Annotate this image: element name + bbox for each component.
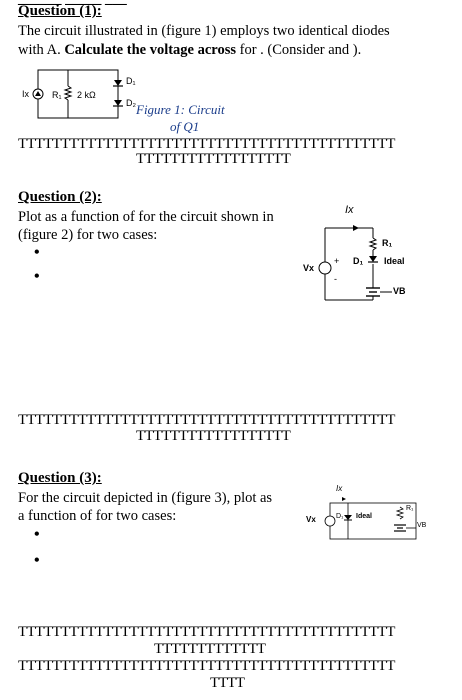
fig2-ideal-label: Ideal <box>384 256 405 266</box>
fig3-ideal-label: Ideal <box>356 513 372 520</box>
q1-title: Question (1): <box>18 3 102 19</box>
fig3-d-label: D₁ <box>336 513 344 520</box>
q1-text-bold: Calculate the voltage across <box>64 42 237 58</box>
fig1-d1-label: D₁ <box>126 76 136 86</box>
current-arrow-icon <box>353 225 359 231</box>
figure-3-circuit <box>324 497 417 540</box>
q3-bullet-1: • <box>34 526 40 543</box>
q1-tline-1: TTTTTTTTTTTTTTTTTTTTTTTTTTTTTTTTTTTTTTTT… <box>18 136 395 152</box>
figure-2-circuit <box>318 225 392 301</box>
q1-tline-2: TTTTTTTTTTTTTTTTTT <box>136 151 291 167</box>
fig1-d2-label: D₂ <box>126 98 136 108</box>
figure-2: Ix R₁ D₁ Ideal Vx + - VB <box>300 200 450 310</box>
fig1-r-value: 2 kΩ <box>77 90 96 100</box>
current-arrow-icon <box>342 497 346 501</box>
figure-1-circuit <box>32 69 123 119</box>
header-fragment: ______ _____ ___ <box>18 0 127 8</box>
q3-title: Question (3): <box>18 470 102 486</box>
diode-d1-icon <box>369 256 377 262</box>
q3-bullet-2: • <box>34 552 40 569</box>
fig3-ix-label: Ix <box>336 484 343 493</box>
q2-tline-1: TTTTTTTTTTTTTTTTTTTTTTTTTTTTTTTTTTTTTTTT… <box>18 412 395 428</box>
figure-3: Ix Vx D₁ Ideal R₁ VB <box>300 483 440 553</box>
fig1-r-label: R₁ <box>52 90 62 100</box>
source-arrow-icon <box>35 91 41 96</box>
q2-tline-2: TTTTTTTTTTTTTTTTTT <box>136 428 291 444</box>
q2-bullet-2: • <box>34 268 40 285</box>
q1-text-line2: with A. Calculate the voltage across for… <box>18 41 458 59</box>
q1-text-prefix: with A. <box>18 42 65 58</box>
fig2-vb-label: VB <box>393 286 406 296</box>
q2-text-line1: Plot as a function of for the circuit sh… <box>18 209 274 225</box>
fig2-d-label: D₁ <box>353 256 364 266</box>
fig2-r-label: R₁ <box>382 238 393 248</box>
fig3-vx-label: Vx <box>306 515 316 524</box>
fig2-minus: - <box>334 274 337 284</box>
q1-text-suffix: for . (Consider and ). <box>236 42 362 58</box>
fig1-source-label: Ix <box>22 89 30 99</box>
q3-tline-1: TTTTTTTTTTTTTTTTTTTTTTTTTTTTTTTTTTTTTTTT… <box>18 624 395 640</box>
diode-d1-icon <box>114 80 122 86</box>
q3-tline-4: TTTT <box>210 675 245 691</box>
q3-text-line1: For the circuit depicted in (figure 3), … <box>18 490 273 506</box>
fig2-vx-label: Vx <box>303 263 315 273</box>
q2-bullet-1: • <box>34 244 40 261</box>
diode-d2-icon <box>114 100 122 106</box>
q2-title: Question (2): <box>18 189 102 205</box>
fig3-vb-label: VB <box>417 522 427 529</box>
fig1-caption-line1: Figure 1: Circuit <box>136 102 225 117</box>
fig2-plus: + <box>334 256 340 266</box>
q2-text-line2: (figure 2) for two cases: <box>18 227 158 243</box>
q3-text-line2: a function of for two cases: <box>18 508 177 524</box>
fig1-caption-line2: of Q1 <box>170 119 200 134</box>
fig2-ix-label: Ix <box>345 204 354 216</box>
q1-text-line1: The circuit illustrated in (figure 1) em… <box>18 23 390 39</box>
fig3-r-label: R₁ <box>406 505 414 512</box>
figure-1: Ix R₁ 2 kΩ D₁ D₂ Figure 1: Circuit of Q1 <box>0 62 462 142</box>
q3-tline-3: TTTTTTTTTTTTTTTTTTTTTTTTTTTTTTTTTTTTTTTT… <box>18 658 395 674</box>
q3-tline-2: TTTTTTTTTTTTT <box>154 641 266 657</box>
diode-d1-icon <box>344 515 352 520</box>
